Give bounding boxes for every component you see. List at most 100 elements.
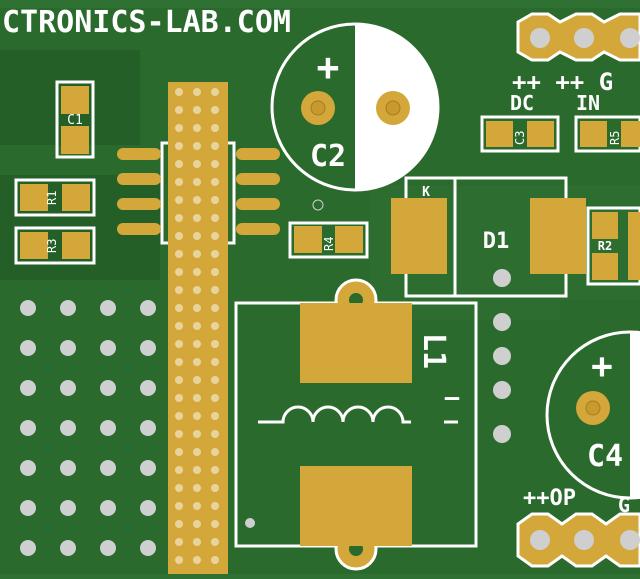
l1-minus: – bbox=[445, 383, 460, 411]
strip-hole bbox=[211, 214, 219, 222]
r3-label: R3 bbox=[45, 239, 59, 253]
r1-footprint: R1 bbox=[14, 178, 96, 217]
strip-hole bbox=[193, 196, 201, 204]
strip-hole bbox=[211, 412, 219, 420]
strip-hole bbox=[175, 106, 183, 114]
r5-label: R5 bbox=[608, 131, 622, 145]
in-label: IN bbox=[576, 91, 600, 115]
c3-footprint: C3 bbox=[480, 115, 560, 153]
d1-label: D1 bbox=[483, 229, 510, 254]
c2-plus: + bbox=[317, 45, 340, 89]
strip-hole bbox=[193, 466, 201, 474]
strip-hole bbox=[211, 232, 219, 240]
strip-hole bbox=[211, 160, 219, 168]
strip-hole bbox=[193, 520, 201, 528]
strip-hole bbox=[193, 394, 201, 402]
strip-hole bbox=[175, 448, 183, 456]
strip-hole bbox=[175, 340, 183, 348]
strip-hole bbox=[193, 358, 201, 366]
d1-diode: K D1 bbox=[391, 176, 586, 298]
strip-hole bbox=[175, 304, 183, 312]
strip-hole bbox=[193, 538, 201, 546]
r2-footprint: R2 bbox=[586, 206, 640, 286]
top-header-pins: ++ ++ G DC IN bbox=[510, 12, 640, 115]
strip-hole bbox=[211, 448, 219, 456]
l1-inductor: L1 – bbox=[234, 278, 478, 571]
strip-hole bbox=[175, 520, 183, 528]
strip-hole bbox=[175, 178, 183, 186]
strip-hole bbox=[175, 466, 183, 474]
strip-hole bbox=[193, 232, 201, 240]
strip-hole bbox=[175, 196, 183, 204]
vias-right bbox=[493, 269, 511, 443]
strip-hole bbox=[211, 106, 219, 114]
strip-hole bbox=[211, 430, 219, 438]
prototype-strip bbox=[168, 82, 228, 579]
strip-hole bbox=[175, 502, 183, 510]
strip-hole bbox=[175, 394, 183, 402]
brand-text: CTRONICS-LAB.COM bbox=[2, 5, 291, 40]
strip-hole bbox=[193, 412, 201, 420]
strip-hole bbox=[193, 286, 201, 294]
l1-label: L1 bbox=[416, 333, 451, 369]
strip-hole bbox=[211, 466, 219, 474]
strip-hole bbox=[211, 250, 219, 258]
c2-capacitor: + C2 bbox=[270, 22, 440, 192]
strip-hole bbox=[193, 322, 201, 330]
strip-hole bbox=[175, 268, 183, 276]
strip-hole bbox=[175, 232, 183, 240]
strip-hole bbox=[211, 538, 219, 546]
r5-footprint: R5 bbox=[574, 115, 640, 153]
strip-hole bbox=[175, 484, 183, 492]
c4-capacitor: + C4 bbox=[545, 330, 640, 500]
strip-hole bbox=[193, 160, 201, 168]
strip-hole bbox=[211, 196, 219, 204]
strip-hole bbox=[175, 358, 183, 366]
strip-hole bbox=[175, 412, 183, 420]
r1-label: R1 bbox=[45, 191, 59, 205]
strip-hole bbox=[193, 448, 201, 456]
strip-hole bbox=[175, 430, 183, 438]
board-edge-bottom bbox=[0, 574, 640, 579]
r2-label: R2 bbox=[598, 239, 612, 253]
c1-footprint: C1 bbox=[55, 80, 95, 159]
strip-hole bbox=[211, 484, 219, 492]
strip-hole bbox=[211, 394, 219, 402]
d1-cathode-mark: K bbox=[422, 185, 430, 200]
op-label: ++OP bbox=[523, 486, 576, 511]
c4-plus: + bbox=[591, 346, 613, 387]
strip-hole bbox=[193, 430, 201, 438]
strip-hole bbox=[193, 124, 201, 132]
strip-hole bbox=[193, 214, 201, 222]
strip-hole bbox=[193, 556, 201, 564]
strip-hole bbox=[193, 106, 201, 114]
strip-hole bbox=[175, 214, 183, 222]
strip-hole bbox=[211, 556, 219, 564]
strip-hole bbox=[211, 340, 219, 348]
strip-hole bbox=[193, 268, 201, 276]
strip-hole bbox=[211, 268, 219, 276]
strip-hole bbox=[175, 538, 183, 546]
strip-hole bbox=[175, 124, 183, 132]
strip-hole bbox=[175, 160, 183, 168]
strip-hole bbox=[193, 340, 201, 348]
board-edge-top bbox=[0, 0, 640, 8]
c3-label: C3 bbox=[513, 131, 527, 145]
bottom-header-pins: ++OP G bbox=[516, 486, 640, 568]
strip-hole bbox=[211, 304, 219, 312]
strip-hole bbox=[211, 520, 219, 528]
strip-hole bbox=[175, 322, 183, 330]
dc-label: DC bbox=[510, 91, 534, 115]
strip-hole bbox=[211, 178, 219, 186]
strip-hole bbox=[175, 286, 183, 294]
strip-hole bbox=[175, 142, 183, 150]
via-small-1 bbox=[312, 199, 324, 211]
strip-hole bbox=[175, 376, 183, 384]
c4-label: C4 bbox=[587, 439, 623, 474]
prototype-hole-grid-left bbox=[20, 300, 156, 556]
strip-hole bbox=[175, 250, 183, 258]
strip-hole bbox=[211, 322, 219, 330]
strip-hole bbox=[193, 142, 201, 150]
strip-hole bbox=[211, 376, 219, 384]
